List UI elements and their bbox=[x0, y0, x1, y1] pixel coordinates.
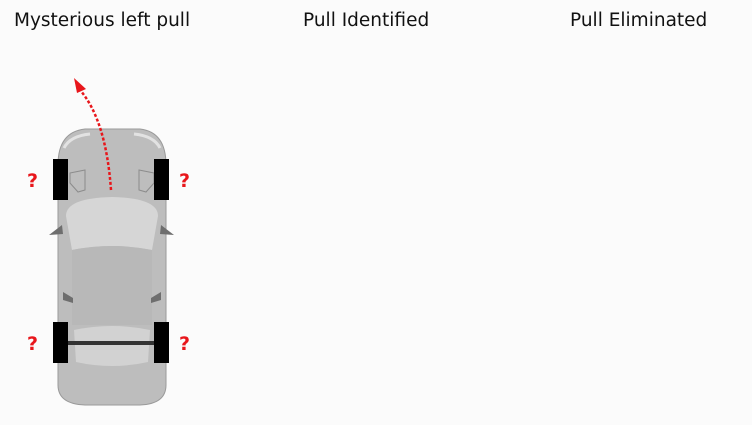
panel-title-pull-identified: Pull Identified bbox=[303, 10, 430, 31]
pull-arrow-head bbox=[74, 78, 86, 93]
windshield bbox=[66, 197, 158, 250]
right-mirror bbox=[160, 225, 174, 235]
rear-right-tire bbox=[154, 322, 169, 363]
question-mark-front-right: ? bbox=[179, 170, 190, 192]
question-mark-rear-left: ? bbox=[27, 333, 38, 355]
rear-axle bbox=[66, 341, 158, 345]
pull-arrow bbox=[79, 89, 113, 191]
question-mark-front-left: ? bbox=[27, 170, 38, 192]
panel-title-mysterious-left-pull: Mysterious left pull bbox=[14, 10, 191, 31]
rear-left-tire bbox=[53, 322, 68, 363]
front-right-tire bbox=[154, 159, 169, 200]
front-left-tire bbox=[53, 159, 68, 200]
car-body bbox=[49, 128, 174, 406]
question-mark-rear-right: ? bbox=[179, 333, 190, 355]
roof bbox=[72, 246, 152, 325]
rear-window bbox=[74, 326, 150, 366]
panel-title-pull-eliminated: Pull Eliminated bbox=[570, 10, 708, 31]
left-mirror bbox=[49, 225, 63, 235]
